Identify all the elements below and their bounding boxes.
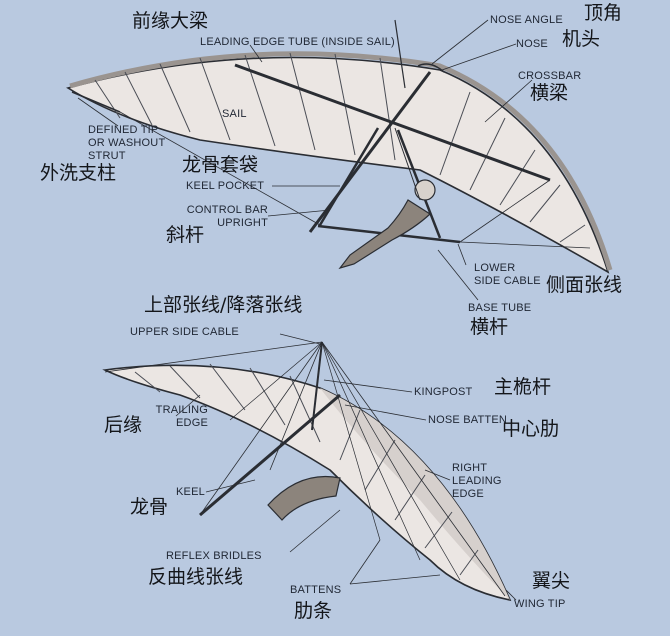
top-lower-side-cables [119, 111, 591, 249]
label-cn-upper-side-cable: 上部张线/降落张线 [144, 294, 303, 316]
label-en-trailing-edge: TRAILING EDGE [155, 404, 208, 429]
label-cn-kingpost: 主桅杆 [494, 376, 552, 398]
label-cn-battens: 肋条 [294, 600, 333, 622]
top-kingpost [394, 19, 406, 89]
label-en-kingpost: KINGPOST [414, 386, 473, 398]
label-cn-nose-batten: 中心肋 [502, 418, 560, 440]
label-cn-nose: 机头 [562, 28, 601, 50]
label-cn-lower-side-cable: 侧面张线 [546, 274, 623, 296]
label-cn-leading-edge-tube: 前缘大梁 [132, 10, 209, 32]
label-en-nose: NOSE [516, 38, 548, 50]
bottom-leader-lines [175, 333, 517, 601]
top-pilot [338, 127, 436, 270]
label-en-control-bar-upright: CONTROL BAR UPRIGHT [186, 204, 268, 229]
bottom-glider [102, 341, 512, 602]
top-keel [308, 71, 432, 233]
label-cn-wing-tip: 翼尖 [532, 570, 571, 592]
label-cn-reflex-bridles: 反曲线张线 [148, 566, 244, 588]
label-cn-trailing-edge: 后缘 [104, 414, 143, 436]
top-washout-strut [71, 91, 121, 113]
top-nose-angle-arc [417, 63, 445, 73]
label-en-reflex-bridles: REFLEX BRIDLES [166, 550, 262, 562]
label-en-keel: KEEL [176, 486, 205, 498]
bottom-reflex-bridles [229, 341, 461, 581]
top-leader-lines [77, 19, 533, 301]
label-en-defined-tip: DEFINED TIP OR WASHOUT STRUT [88, 124, 166, 162]
top-glider [66, 19, 613, 274]
label-cn-control-bar-upright: 斜杆 [166, 224, 205, 246]
bottom-kingpost [311, 341, 323, 431]
label-en-right-leading-edge: RIGHT LEADING EDGE [452, 462, 502, 500]
label-en-nose-angle: NOSE ANGLE [490, 14, 563, 26]
label-en-leading-edge-tube: LEADING EDGE TUBE (INSIDE SAIL) [200, 36, 395, 48]
bottom-upper-side-cables [104, 341, 506, 597]
top-battens [94, 52, 586, 243]
label-en-sail: SAIL [222, 108, 247, 120]
label-en-base-tube: BASE TUBE [468, 302, 532, 314]
bottom-pilot [267, 475, 341, 521]
label-en-battens: BATTENS [290, 584, 342, 596]
label-en-wing-tip: WING TIP [514, 598, 566, 610]
bottom-sail [102, 364, 512, 602]
label-cn-crossbar: 横梁 [530, 82, 569, 104]
label-cn-defined-tip: 外洗支柱 [40, 162, 117, 184]
label-cn-nose-angle: 顶角 [584, 2, 623, 24]
label-en-crossbar: CROSSBAR [518, 70, 582, 82]
label-cn-base-tube: 横杆 [470, 316, 509, 338]
label-en-nose-batten: NOSE BATTEN [428, 414, 508, 426]
label-en-keel-pocket: KEEL POCKET [186, 180, 265, 192]
label-cn-keel: 龙骨 [130, 496, 169, 518]
label-cn-keel-pocket: 龙骨套袋 [182, 154, 259, 176]
label-en-lower-side-cable: LOWER SIDE CABLE [474, 262, 541, 287]
bottom-battens [134, 363, 479, 576]
top-sail [66, 56, 610, 274]
bottom-keel [199, 393, 341, 517]
label-en-upper-side-cable: UPPER SIDE CABLE [130, 326, 239, 338]
